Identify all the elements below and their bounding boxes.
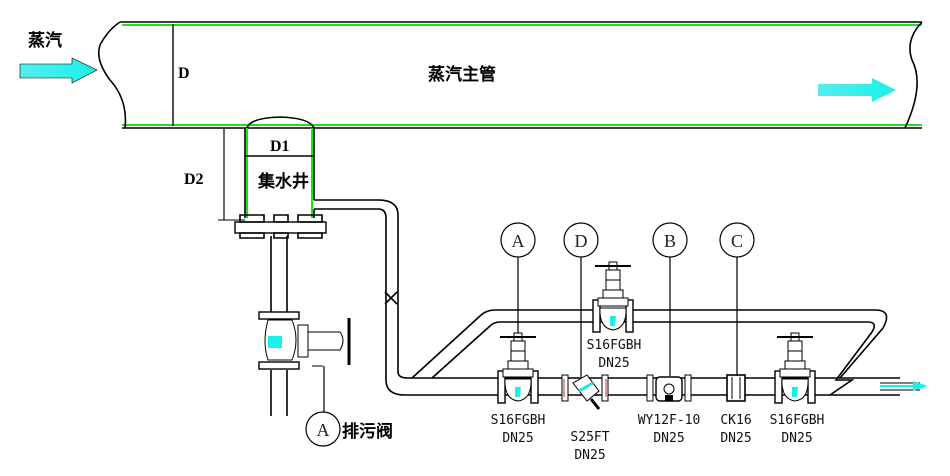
tag-C-letter: C [731, 231, 743, 251]
tag-C-callout: C [719, 222, 755, 376]
drip-leg-flange [234, 221, 327, 234]
drip-leg-label: 集水井 [257, 171, 309, 192]
tag-D-callout: D [563, 222, 599, 377]
pipe-break-left [97, 21, 127, 129]
check-valve-model: CK16 [720, 413, 751, 428]
blowdown-line [258, 236, 351, 416]
tag-A-letter: A [512, 231, 525, 251]
steam-trap-model: WY12F-10 [638, 413, 701, 428]
check-valve[interactable] [726, 374, 746, 402]
condensate-pipe [314, 199, 928, 396]
strainer-model: S25FT [570, 430, 609, 445]
tag-B-letter: B [664, 231, 676, 251]
tag-D-letter: D [575, 231, 588, 251]
outlet-valve-model: S16FGBH [770, 413, 825, 428]
steam-inlet-label: 蒸汽 [28, 30, 62, 51]
bypass-valve-model: S16FGBH [587, 338, 642, 353]
tag-circle-blowdown [305, 411, 341, 447]
dimension-D1-label: D1 [270, 138, 290, 155]
blowdown-valve-label: 排污阀 [342, 421, 393, 442]
steam-trap[interactable] [646, 374, 692, 402]
tag-blowdown-letter: A [317, 420, 330, 440]
outlet-gate-valve[interactable] [774, 332, 816, 404]
bypass-gate-valve[interactable] [592, 261, 634, 333]
y-strainer[interactable] [561, 374, 609, 410]
tag-A-callout: A [500, 222, 536, 333]
check-valve-size: DN25 [720, 431, 751, 446]
inlet-arrow-icon [19, 57, 98, 84]
inlet-valve-size: DN25 [502, 431, 533, 446]
inlet-valve-model: S16FGBH [491, 413, 546, 428]
bypass-valve-size: DN25 [598, 356, 629, 371]
pipe-break-right [904, 21, 923, 129]
dimension-D2-label: D2 [184, 171, 204, 188]
tag-B-callout: B [652, 222, 688, 376]
main-pipe-label: 蒸汽主管 [428, 64, 496, 85]
dimension-D-label: D [178, 65, 190, 82]
steam-trap-size: DN25 [653, 431, 684, 446]
drip-leg [234, 116, 327, 239]
outlet-valve-size: DN25 [781, 431, 812, 446]
strainer-size: DN25 [574, 448, 605, 463]
outlet-arrow-icon [818, 78, 896, 102]
main-steam-pipe [97, 21, 923, 129]
inlet-gate-valve[interactable] [497, 332, 539, 404]
